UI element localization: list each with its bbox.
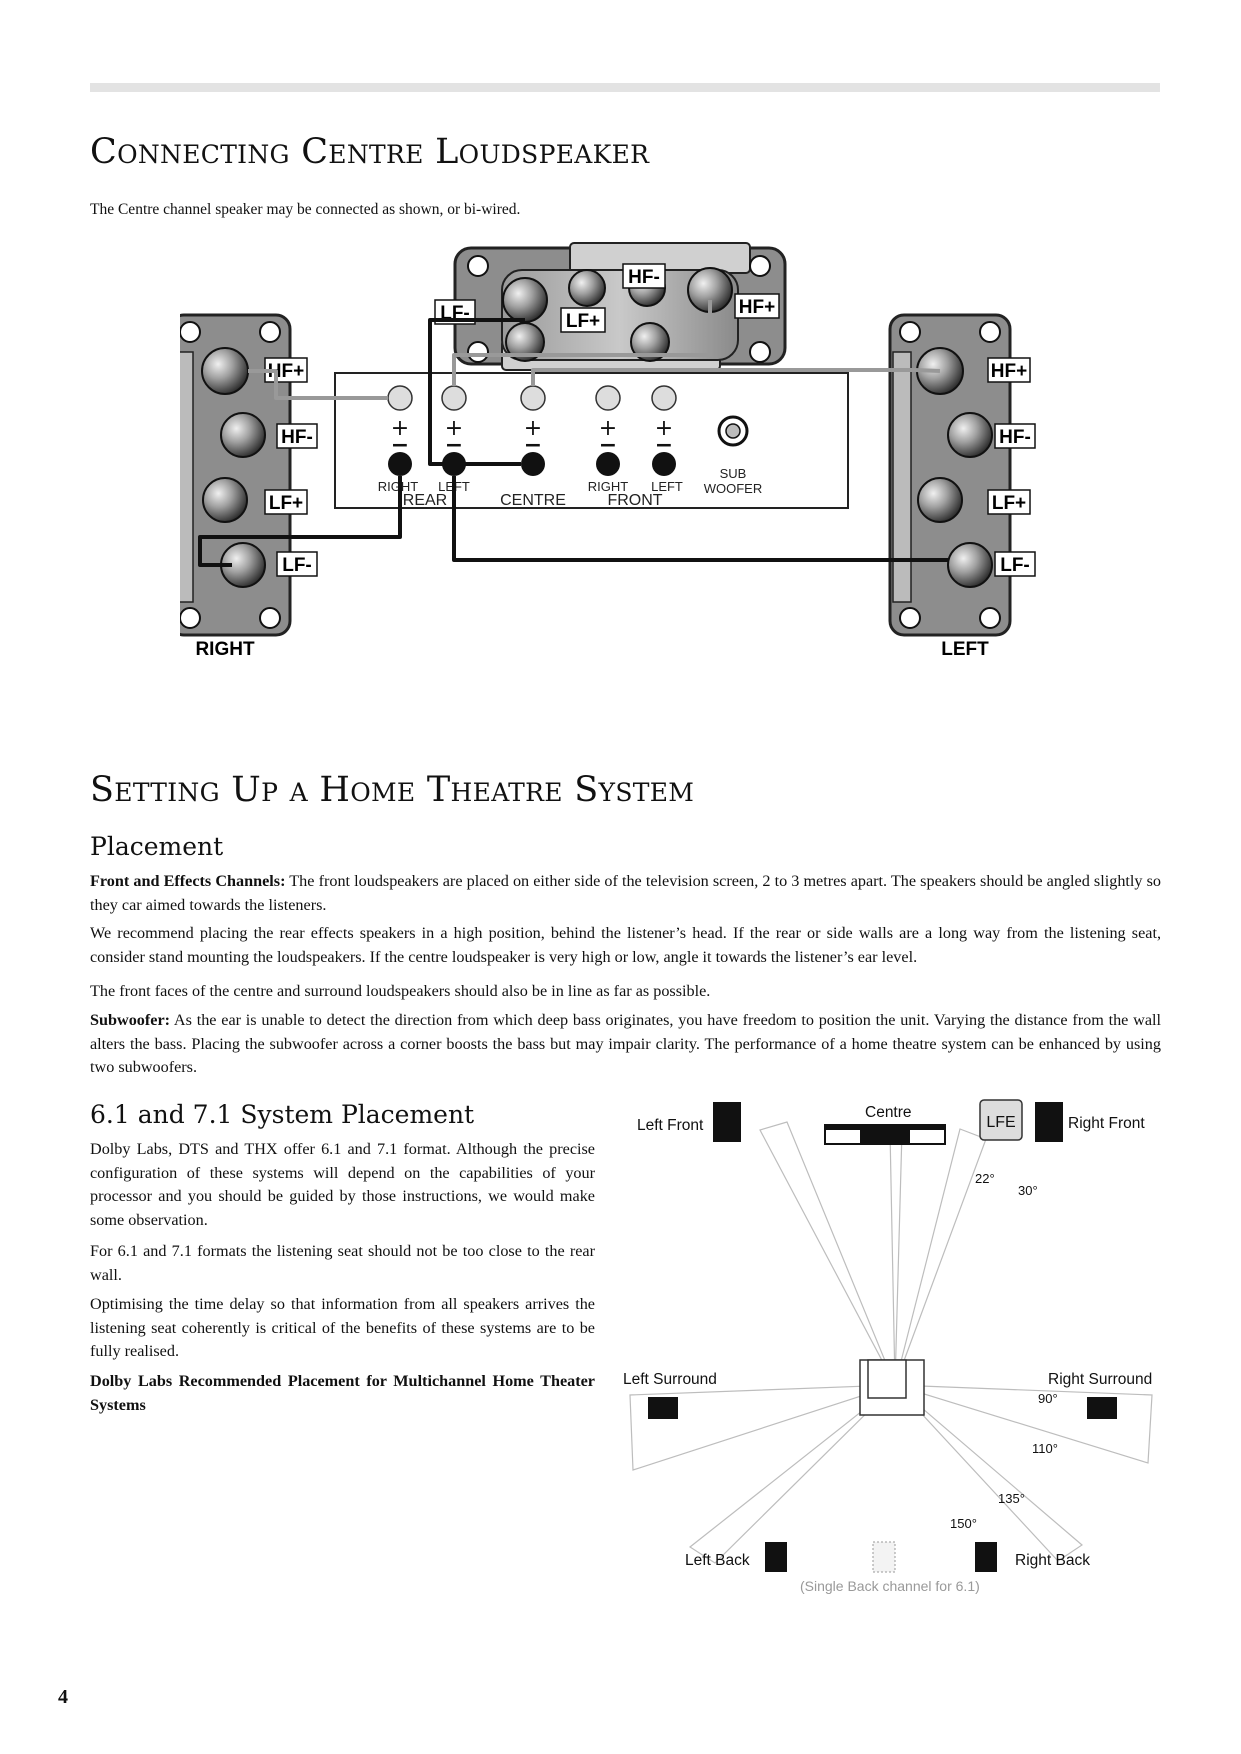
minus-sign: −: [445, 433, 463, 458]
centre-hf-plus-label: HF+: [739, 297, 775, 318]
left-surround-speaker: [648, 1397, 678, 1419]
amp-front-right: RIGHT: [588, 479, 629, 494]
left-lf-minus-label: LF-: [1000, 555, 1030, 576]
left-speaker-label: LEFT: [941, 639, 989, 660]
front-effects-lead: Front and Effects Channels:: [90, 872, 286, 890]
left-front-label: Left Front: [637, 1117, 704, 1134]
rear-effects-paragraph: We recommend placing the rear effects sp…: [90, 924, 1161, 966]
amp-front-left: LEFT: [651, 479, 683, 494]
amp-centre: CENTRE: [500, 492, 566, 509]
front-effects-text: The front loudspeakers are placed on eit…: [90, 872, 1161, 914]
plus-sign: +: [445, 416, 463, 441]
angle-135: 135°: [998, 1491, 1025, 1506]
speaker-wires: [198, 300, 948, 567]
minus-sign: −: [524, 433, 542, 458]
speaker-layout-diagram: Left Front Centre Right Front Left Surro…: [623, 1099, 1153, 1594]
front-effects-paragraph: Front and Effects Channels: The front lo…: [90, 870, 1161, 917]
system-paragraph-2: For 6.1 and 7.1 formats the listening se…: [90, 1242, 595, 1284]
right-front-speaker: [1035, 1102, 1063, 1142]
placement-heading: Placement: [90, 832, 224, 861]
angle-110: 110°: [1032, 1441, 1058, 1456]
wiring-diagram: LF- LF+ HF- HF+ + + + + + − − − − −: [180, 242, 1036, 660]
right-front-label: Right Front: [1068, 1115, 1145, 1132]
section-title-home-theatre: Setting Up a Home Theatre System: [90, 770, 695, 810]
angle-22: 22°: [975, 1171, 995, 1186]
section-intro: The Centre channel speaker may be connec…: [90, 201, 521, 218]
centre-speaker: [824, 1124, 946, 1145]
right-hf-minus-label: HF-: [281, 427, 313, 448]
system-diagram-caption: Dolby Labs Recommended Placement for Mul…: [90, 1372, 595, 1414]
right-speaker-terminal: HF+ HF- LF+ LF-: [180, 313, 318, 637]
centre-hf-minus-label: HF-: [628, 267, 660, 288]
centre-label: Centre: [865, 1104, 912, 1121]
amp-front: FRONT: [607, 492, 662, 509]
right-lf-plus-label: LF+: [269, 493, 303, 514]
left-front-speaker: [713, 1102, 741, 1142]
amp-sub: SUB: [720, 466, 747, 481]
right-back-label: Right Back: [1015, 1552, 1090, 1569]
right-back-speaker: [975, 1542, 997, 1572]
subwoofer-lead: Subwoofer:: [90, 1011, 171, 1029]
amplifier-panel: + + + + + − − − − − RIGHT LEFT REAR CENT…: [334, 372, 849, 509]
system-paragraph-3: Optimising the time delay so that inform…: [90, 1295, 595, 1360]
front-faces-paragraph: The front faces of the centre and surrou…: [90, 982, 711, 1000]
system-paragraph-1: Dolby Labs, DTS and THX offer 6.1 and 7.…: [90, 1140, 595, 1229]
left-surround-label: Left Surround: [623, 1371, 717, 1388]
left-back-speaker: [765, 1542, 787, 1572]
left-back-label: Left Back: [685, 1552, 750, 1569]
left-speaker-terminal: HF+ HF- LF+ LF-: [888, 313, 1036, 637]
amp-rear: REAR: [403, 492, 447, 509]
right-surround-speaker: [1087, 1397, 1117, 1419]
single-back-note: (Single Back channel for 6.1): [800, 1578, 980, 1594]
section-title-centre-loudspeaker: Connecting Centre Loudspeaker: [90, 132, 650, 172]
listening-seat: [859, 1359, 925, 1416]
plus-sign: +: [524, 416, 542, 441]
top-rule: [90, 83, 1160, 92]
plus-sign: +: [391, 416, 409, 441]
single-back-speaker: [872, 1541, 896, 1573]
angle-90: 90°: [1038, 1391, 1058, 1406]
angle-30: 30°: [1018, 1183, 1038, 1198]
right-surround-label: Right Surround: [1048, 1371, 1152, 1388]
right-lf-minus-label: LF-: [282, 555, 312, 576]
centre-lf-plus-label: LF+: [566, 311, 600, 332]
left-lf-plus-label: LF+: [992, 493, 1026, 514]
left-hf-plus-label: HF+: [991, 361, 1027, 382]
minus-sign: −: [391, 433, 409, 458]
minus-sign: −: [655, 433, 673, 458]
subwoofer-text: As the ear is unable to detect the direc…: [90, 1011, 1161, 1076]
system-placement-heading: 6.1 and 7.1 System Placement: [90, 1100, 475, 1129]
amp-woofer: WOOFER: [704, 481, 763, 496]
plus-sign: +: [599, 416, 617, 441]
centre-speaker-terminal: LF- LF+ HF- HF+: [434, 242, 787, 371]
right-speaker-label: RIGHT: [195, 639, 255, 660]
page-number: 4: [58, 1686, 68, 1708]
angle-wedges: [629, 1121, 1153, 1564]
left-hf-minus-label: HF-: [999, 427, 1031, 448]
lfe-speaker: [979, 1099, 1023, 1141]
subwoofer-paragraph: Subwoofer: As the ear is unable to detec…: [90, 1009, 1161, 1080]
minus-sign: −: [599, 433, 617, 458]
angle-150: 150°: [950, 1516, 977, 1531]
lfe-label: LFE: [986, 1114, 1015, 1131]
plus-sign: +: [655, 416, 673, 441]
